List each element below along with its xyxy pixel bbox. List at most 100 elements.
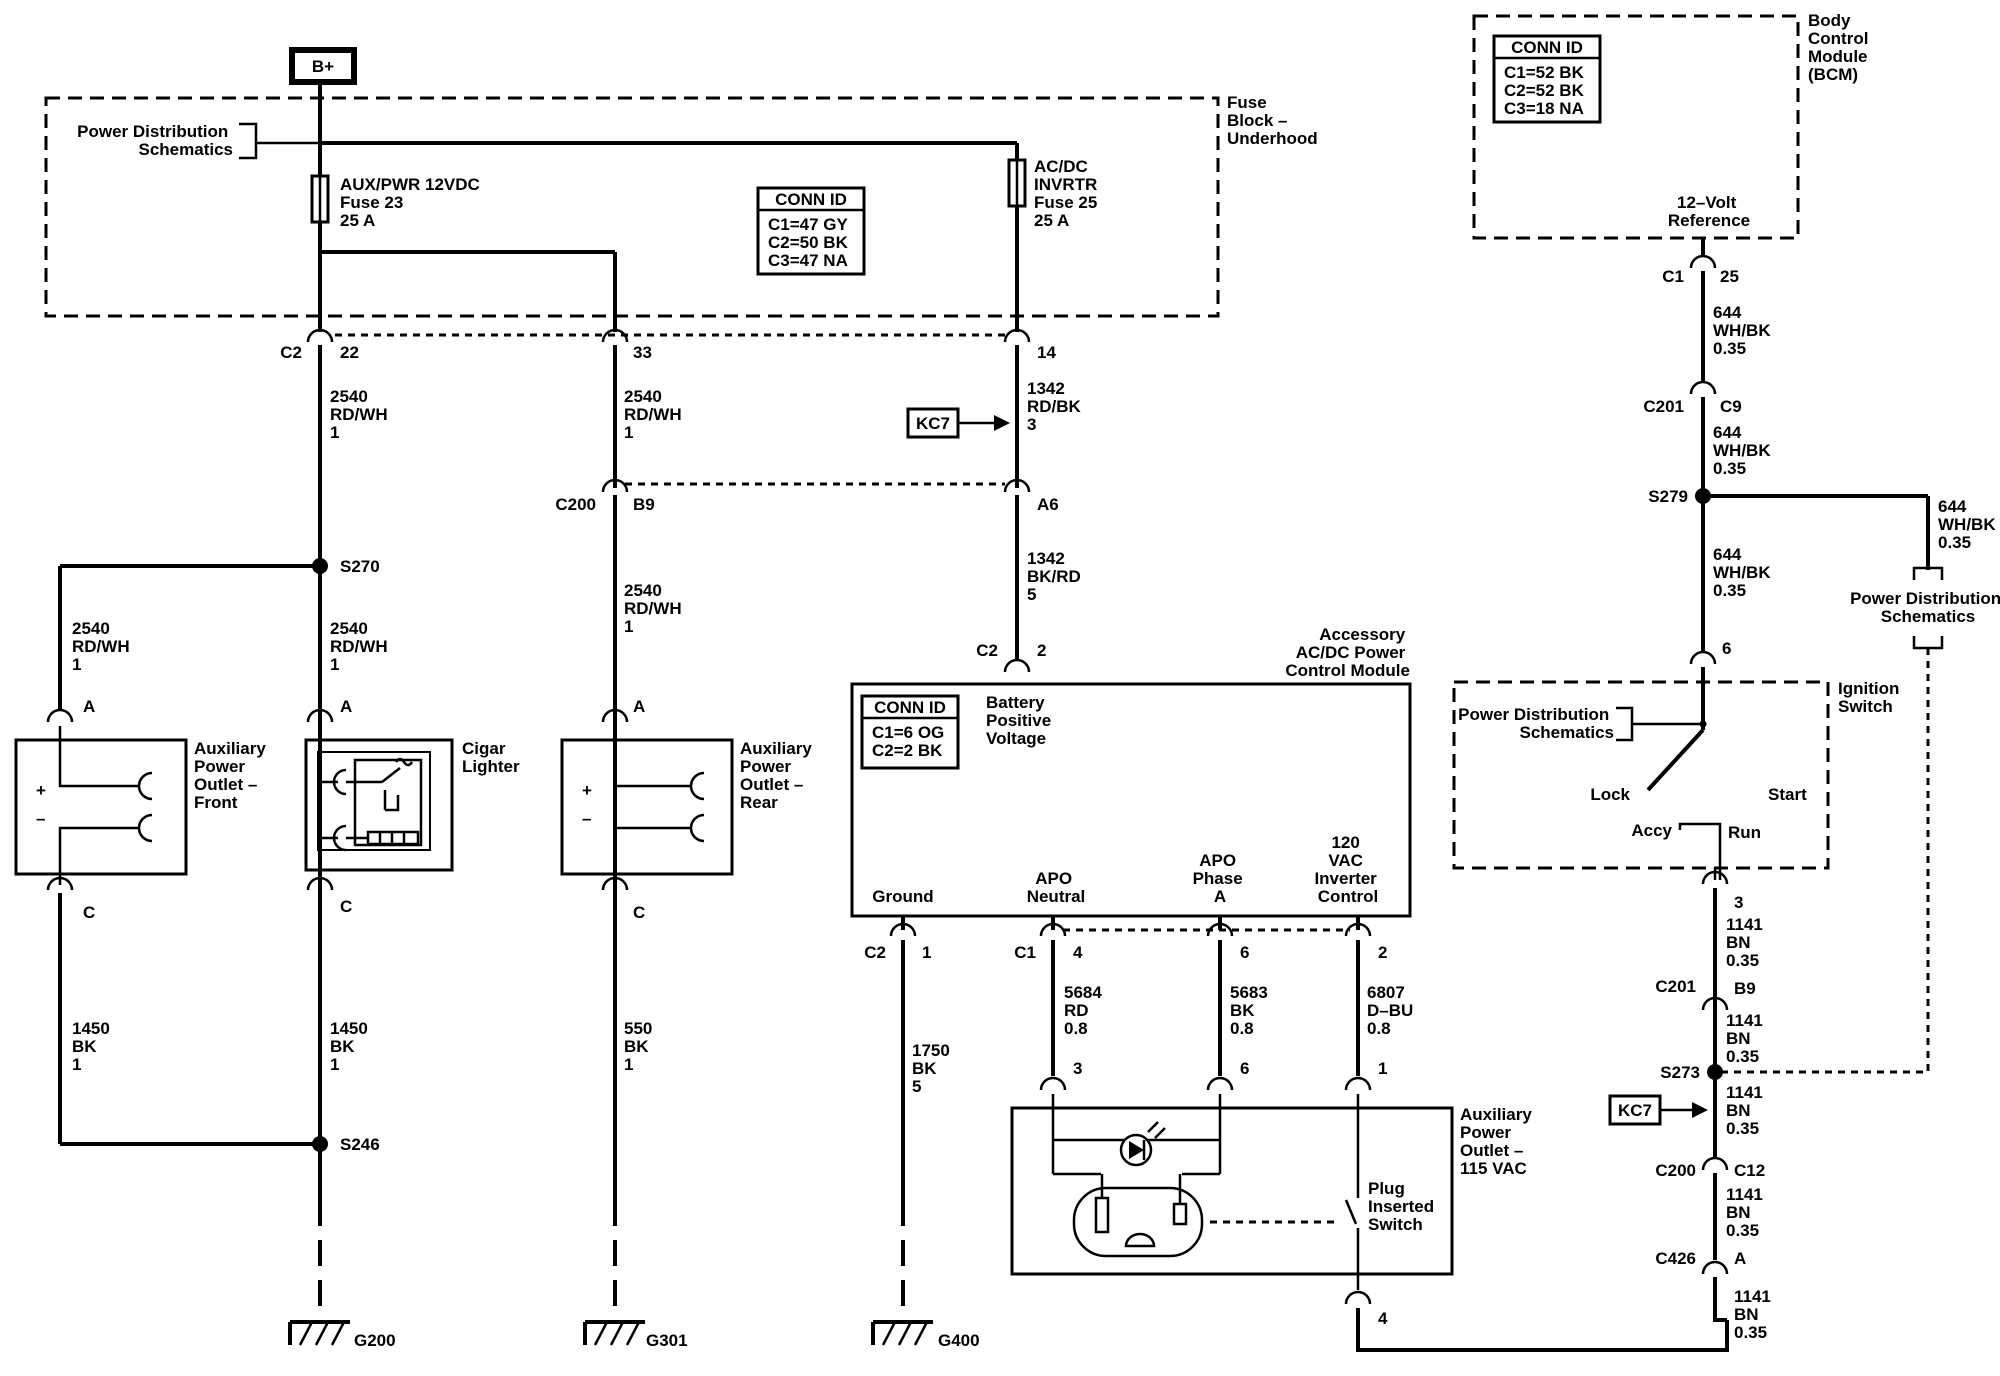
fuse-block-title: Fuse Block – Underhood	[1227, 93, 1318, 148]
svg-text:C426: C426	[1655, 1249, 1696, 1268]
svg-text:3: 3	[1734, 893, 1743, 912]
svg-text:Lock: Lock	[1590, 785, 1630, 804]
power-dist-right-ref: Power Distribution Schematics	[1850, 589, 2000, 626]
svg-text:2540 RD/WH 1: 2540 RD/WH 1	[330, 387, 392, 442]
svg-text:1141 BN 0.35: 1141 BN 0.35	[1726, 1011, 1768, 1066]
svg-text:B9: B9	[633, 495, 655, 514]
svg-text:2540 RD/WH 1: 2540 RD/WH 1	[330, 619, 392, 674]
plug-switch-label: Plug Inserted Switch	[1368, 1179, 1439, 1234]
svg-text:G400: G400	[938, 1331, 980, 1350]
svg-text:1141 BN 0.35: 1141 BN 0.35	[1734, 1287, 1776, 1342]
fuse-block-underhood	[44, 96, 1220, 318]
svg-text:22: 22	[340, 343, 359, 362]
wire-1141-return	[1356, 1308, 1729, 1352]
svg-text:1450 BK 1: 1450 BK 1	[72, 1019, 115, 1074]
cigar-pin-c	[306, 876, 334, 891]
svg-text:644 WH/BK 0.35: 644 WH/BK 0.35	[1713, 545, 1775, 600]
svg-text:2: 2	[1037, 641, 1046, 660]
cigar-lighter	[304, 738, 454, 872]
ground-g400	[871, 1320, 933, 1346]
ground-g301	[583, 1320, 645, 1346]
svg-text:C2: C2	[976, 641, 998, 660]
svg-text:14: 14	[1037, 343, 1056, 362]
bcm-title: Body Control Module (BCM)	[1808, 11, 1873, 84]
svg-text:A: A	[340, 697, 352, 716]
svg-text:644 WH/BK 0.35: 644 WH/BK 0.35	[1713, 423, 1775, 478]
svg-text:25: 25	[1720, 267, 1739, 286]
outlet-115-pin4	[1344, 1290, 1372, 1305]
svg-text:5683 BK 0.8: 5683 BK 0.8	[1230, 983, 1273, 1038]
ignition-pin6	[1689, 650, 1717, 665]
svg-text:C200: C200	[555, 495, 596, 514]
ignition-switch-blade	[1646, 728, 1705, 792]
aux-outlet-rear	[560, 738, 734, 876]
svg-text:3: 3	[1073, 1059, 1082, 1078]
svg-text:Start: Start	[1768, 785, 1807, 804]
svg-text:CONN ID: CONN ID	[775, 190, 847, 209]
svg-text:1342 RD/BK 3: 1342 RD/BK 3	[1027, 379, 1086, 434]
svg-text:CONN ID: CONN ID	[874, 698, 946, 717]
body-control-module	[1472, 14, 1800, 240]
svg-text:–: –	[36, 809, 45, 828]
svg-text:C1: C1	[1014, 943, 1036, 962]
svg-text:6: 6	[1240, 1059, 1249, 1078]
svg-text:A: A	[83, 697, 95, 716]
bcm-c1-pin25	[1689, 254, 1717, 269]
ac-receptacle	[1072, 1174, 1204, 1258]
svg-text:1141 BN 0.35: 1141 BN 0.35	[1726, 915, 1768, 970]
svg-text:C201: C201	[1655, 977, 1696, 996]
power-dist-bracket	[239, 122, 258, 160]
outlet-115-pin3	[1039, 1076, 1067, 1091]
svg-text:+: +	[582, 781, 592, 800]
svg-text:A: A	[633, 697, 645, 716]
svg-text:C1: C1	[1662, 267, 1684, 286]
svg-text:S279: S279	[1648, 487, 1688, 506]
connector-c200-c12	[1701, 1156, 1729, 1171]
svg-text:6: 6	[1722, 639, 1731, 658]
svg-text:2: 2	[1378, 943, 1387, 962]
rear-outlet-pin-c	[601, 876, 629, 891]
connector-c200-b9	[601, 478, 629, 493]
power-dist-dashed-link	[1718, 648, 1930, 1074]
plug-inserted-switch	[1344, 1199, 1358, 1225]
svg-text:S270: S270	[340, 557, 380, 576]
svg-text:1: 1	[1378, 1059, 1387, 1078]
battery-box	[289, 47, 357, 85]
svg-text:4: 4	[1073, 943, 1083, 962]
connector-c2-22	[306, 328, 334, 343]
aux-outlet-115vac	[1010, 1106, 1454, 1276]
neon-indicator-lamp	[1119, 1121, 1166, 1167]
battery-label: B+	[312, 57, 334, 76]
aux-outlet-front-label: Auxiliary Power Outlet – Front	[194, 739, 271, 812]
svg-text:Accy: Accy	[1631, 821, 1672, 840]
svg-text:33: 33	[633, 343, 652, 362]
connector-c426-a	[1701, 1260, 1729, 1275]
svg-text:A6: A6	[1037, 495, 1059, 514]
aux-outlet-115vac-label: Auxiliary Power Outlet – 115 VAC	[1460, 1105, 1537, 1178]
outlet-115-pin6	[1206, 1076, 1234, 1091]
svg-text:6: 6	[1240, 943, 1249, 962]
outlet-115-pin1	[1344, 1076, 1372, 1091]
fuse-23-label: AUX/PWR 12VDC Fuse 23 25 A	[340, 175, 485, 230]
svg-text:C200: C200	[1655, 1161, 1696, 1180]
svg-text:Ground: Ground	[872, 887, 933, 906]
ignition-switch	[1452, 680, 1830, 870]
svg-text:2540 RD/WH 1: 2540 RD/WH 1	[624, 581, 686, 636]
fuse-block-conn-id	[756, 186, 866, 276]
svg-text:644 WH/BK 0.35: 644 WH/BK 0.35	[1938, 497, 2000, 552]
svg-text:C1=52 BK C2=52 BK C3=1: C1=52 BK C2=52 BK C3=18 NA	[1504, 63, 1589, 118]
ignition-power-dist-ref: Power Distribution Schematics	[1458, 705, 1614, 742]
svg-text:6807 D–BU 0.8: 6807 D–BU 0.8	[1367, 983, 1418, 1038]
svg-text:C201: C201	[1643, 397, 1684, 416]
svg-text:Run: Run	[1728, 823, 1761, 842]
svg-text:S273: S273	[1660, 1063, 1700, 1082]
svg-text:120 VAC Inverter C: 120 VAC Inverter Control	[1314, 833, 1381, 906]
connector-c2-33	[601, 328, 629, 343]
bcm-12v-reference: 12–Volt Reference	[1668, 193, 1750, 230]
module-title: Accessory AC/DC Power Control Module	[1285, 625, 1410, 680]
svg-text:–: –	[582, 809, 591, 828]
ignition-switch-title: Ignition Switch	[1838, 679, 1904, 716]
svg-text:1750 BK 5: 1750 BK 5	[912, 1041, 955, 1096]
svg-text:1141 BN 0.35: 1141 BN 0.35	[1726, 1185, 1768, 1240]
